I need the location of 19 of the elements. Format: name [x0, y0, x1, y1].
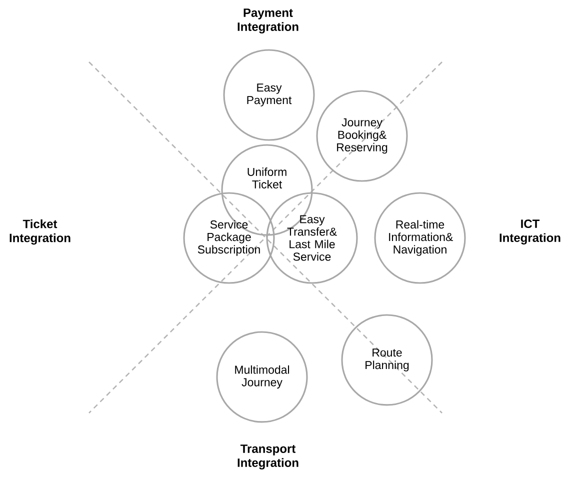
quadrant-label: Ticket Integration [10, 219, 70, 245]
node-text: Real-time Information& Navigation [389, 220, 453, 256]
node-text: Easy Transfer& Last Mile Service [287, 215, 337, 261]
node-text: Route Planning [366, 348, 409, 372]
circle-node [223, 49, 315, 141]
node-text: Easy Payment [247, 84, 292, 106]
circle-node [341, 314, 433, 406]
node-text: Journey Booking& Reserving [337, 118, 388, 154]
circle-node [316, 90, 408, 182]
quadrant-label: Transport Integration [238, 444, 298, 470]
quadrant-label: ICT Integration [500, 220, 560, 244]
quadrant-label: Payment Integration [238, 8, 298, 34]
circle-node [183, 192, 275, 284]
node-text: Service Package Subscription [198, 220, 260, 256]
circle-node [266, 192, 358, 284]
circle-node [216, 331, 308, 423]
circle-node [374, 192, 466, 284]
node-text: Uniform Ticket [248, 168, 286, 188]
node-text: Multimodal Journey [235, 365, 290, 389]
